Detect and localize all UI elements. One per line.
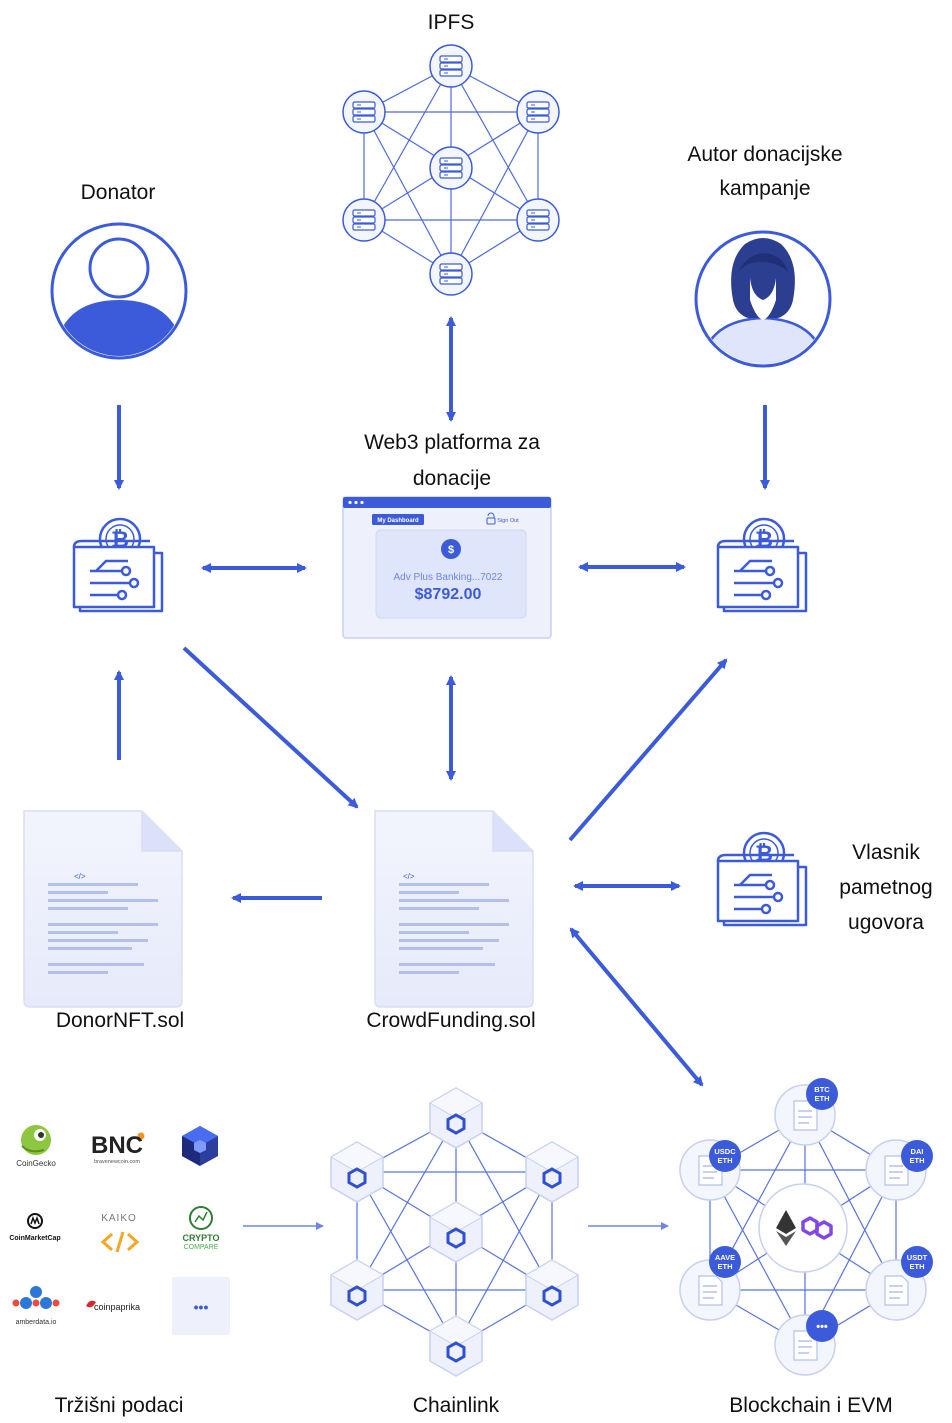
platform-label-line2: donacije [412,467,492,490]
amberdata-label: amberdata.io [16,1319,57,1326]
author-label-line1: Autor donacijske [687,143,843,166]
coingecko-logo [21,1125,51,1155]
crowdfunding-label: CrowdFunding.sol [366,1009,536,1032]
account-balance: $8792.00 [415,586,482,603]
owner-wallet-icon [716,831,808,927]
author-avatar-icon [694,230,832,368]
coinpaprika-logo [86,1300,96,1308]
platform-label-line1: Web3 platforma za [364,431,540,454]
token-badge-more [806,1310,838,1342]
donator-label: Donator [80,181,156,204]
amberdata-logo [12,1286,60,1309]
token-btc-pair: ETH [815,1094,830,1103]
token-badge-btc [806,1078,838,1110]
token-badge-usdt [901,1246,933,1278]
token-badge-aave [709,1246,741,1278]
donornft-label: DonorNFT.sol [55,1009,185,1032]
lock-icon [487,512,495,518]
owner-label-line3: ugovora [848,911,924,934]
token-aave-label: AAVE [715,1253,735,1262]
cryptocompare-logo [189,1206,213,1230]
chainlink-node-icon [524,1140,580,1204]
owner-label-line2: pametnog [839,876,933,899]
evm-center [758,1183,848,1273]
token-usdt-label: USDT [907,1253,928,1262]
my-dashboard-button[interactable] [372,514,424,525]
ipfs-label: IPFS [427,11,475,34]
token-dai-label: DAI [911,1147,924,1156]
donator-avatar-icon [50,222,188,360]
ipfs-server-icon [516,90,560,134]
account-name: Adv Plus Banking...7022 [394,572,503,583]
arrow-crowdfunding-author [568,658,728,842]
more-sources-label: ••• [194,1299,209,1315]
token-badge-usdc [709,1140,741,1172]
blue-cube-logo [182,1126,218,1166]
ipfs-server-icon [429,44,473,88]
token-dai-pair: ETH [910,1156,925,1165]
code-tag: </> [74,872,86,881]
code-tag: </> [403,872,415,881]
web3-platform-window [342,496,552,639]
cryptocompare-label-1: CRYPTO [182,1233,219,1243]
chainlink-label: Chainlink [412,1394,500,1417]
author-wallet-icon [716,517,808,613]
arrow-crowdfunding-blockchain [569,927,704,1087]
my-dashboard-label: My Dashboard [377,518,419,524]
dollar-icon [441,539,461,559]
ethereum-icon [776,1210,796,1246]
token-more-label: ••• [816,1321,828,1333]
kaiko-label: KAIKO [101,1213,137,1224]
token-aave-pair: ETH [718,1262,733,1271]
token-usdc-label: USDC [714,1147,736,1156]
owner-label-line1: Vlasnik [852,841,920,864]
author-label-line2: kampanje [719,177,811,200]
coinpaprika-label: coinpaprika [94,1302,140,1312]
coinmarketcap-label: CoinMarketCap [9,1235,60,1242]
market-data-label: Tržišni podaci [54,1394,184,1417]
bnc-logo [137,1132,145,1140]
kaiko-logo [100,1231,140,1253]
coingecko-label: CoinGecko [16,1159,56,1168]
ipfs-server-icon [342,198,386,242]
token-usdt-pair: ETH [910,1262,925,1271]
ipfs-server-icon [516,198,560,242]
ipfs-server-icon [429,252,473,296]
bnc-label: BNC [91,1132,143,1159]
blockchain-label: Blockchain i EVM [729,1394,893,1417]
polygon-icon [801,1216,833,1240]
token-badge-dai [901,1140,933,1172]
donator-wallet-icon [72,517,164,613]
chainlink-node-icon [428,1200,484,1264]
arrow-donator-crowdfunding [182,646,359,809]
token-btc-label: BTC [814,1085,830,1094]
chainlink-node-icon [428,1086,484,1150]
donornft-document-icon [23,810,183,1008]
chainlink-node-icon [524,1258,580,1322]
ipfs-server-icon [342,90,386,134]
sign-out-link[interactable]: Sign Out [497,518,519,524]
more-sources-tile [172,1277,230,1335]
arrows [114,316,770,1087]
token-usdc-pair: ETH [718,1156,733,1165]
bnc-sub-label: bravenewcoin.com [94,1159,140,1165]
chainlink-node-icon [329,1140,385,1204]
coinmarketcap-logo [27,1213,43,1229]
cryptocompare-label-2: COMPARE [184,1244,219,1251]
chainlink-node-icon [428,1314,484,1378]
crowdfunding-document-icon [374,810,534,1008]
currency-symbol: $ [448,544,454,556]
ipfs-server-icon [429,146,473,190]
chainlink-node-icon [329,1258,385,1322]
